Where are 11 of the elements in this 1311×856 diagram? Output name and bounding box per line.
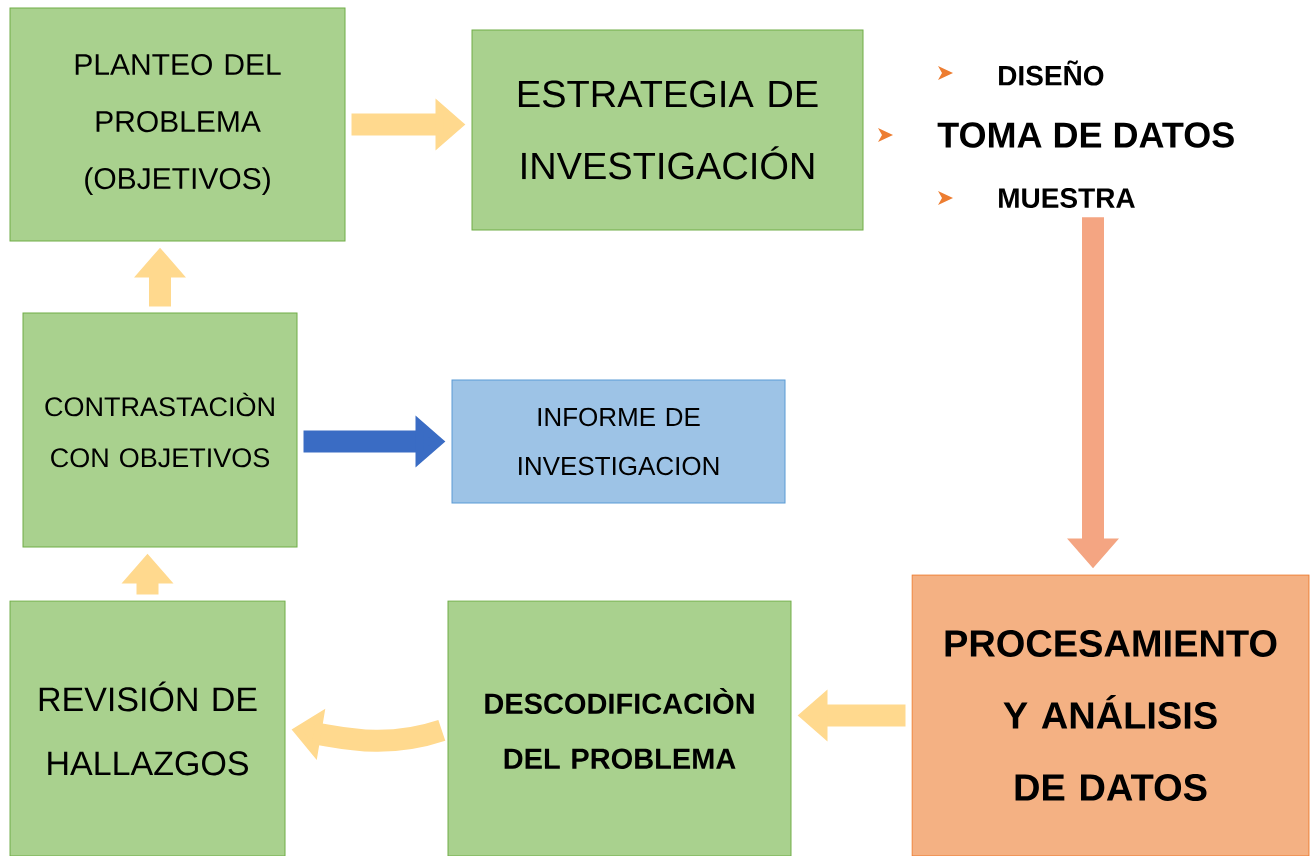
process-box: ESTRATEGIA DE INVESTIGACIÓN [471, 29, 864, 231]
result-box: INFORME DE INVESTIGACION [451, 379, 786, 504]
node-text: DISEÑO TOMA DE DATOS MUESTRA [937, 60, 1234, 208]
list-item: DISEÑO [999, 60, 1104, 86]
process-box: PLANTEO DEL PROBLEMA (OBJETIVOS) [9, 7, 346, 242]
list-item: MUESTRA [999, 188, 1135, 208]
process-box: CONTRASTACIÒN CON OBJETIVOS [22, 312, 298, 548]
process-box: DESCODIFICACIÒN DEL PROBLEMA [447, 600, 792, 856]
process-box: PROCESAMIENTO Y ANÁLISIS DE DATOS [911, 574, 1310, 856]
process-box: REVISIÓN DE HALLAZGOS [9, 600, 286, 856]
list-item: TOMA DE DATOS [937, 122, 1234, 148]
